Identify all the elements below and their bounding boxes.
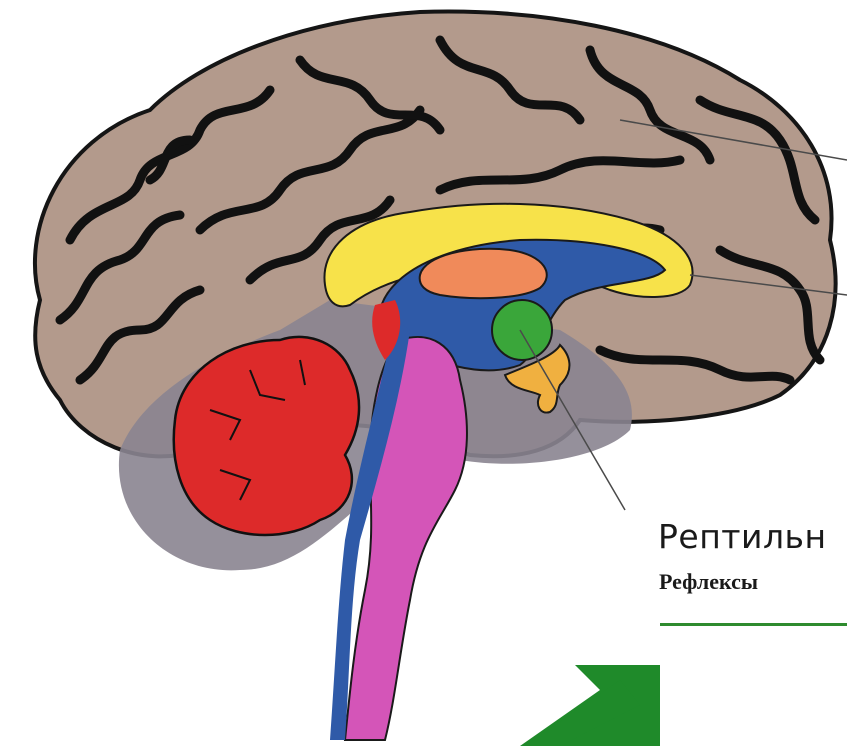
amygdala [492, 300, 552, 360]
annotation-title: Рептильн [658, 517, 827, 556]
annotation-divider [660, 623, 847, 626]
annotation-subtitle: Рефлексы [659, 569, 758, 595]
